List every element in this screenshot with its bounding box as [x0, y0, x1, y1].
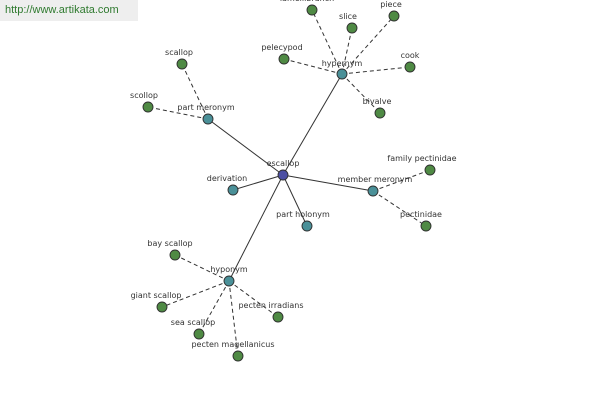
- edge-part-meronym-to-scallop: [181, 63, 209, 120]
- edge-hypernym-to-pelecypod: [283, 58, 343, 75]
- node-hyponym[interactable]: [223, 275, 235, 287]
- node-cook[interactable]: [404, 61, 416, 73]
- edge-hypernym-to-cook: [341, 66, 411, 75]
- edge-hyponym-to-pecten-irradians: [228, 280, 279, 318]
- node-hypernym[interactable]: [336, 68, 348, 80]
- edge-hypernym-to-piece: [341, 15, 395, 75]
- edge-hypernym-to-bivalve: [341, 73, 381, 114]
- edge-escallop-to-hyponym: [228, 174, 284, 282]
- node-giant-scallop[interactable]: [156, 301, 168, 313]
- edge-escallop-to-derivation: [232, 174, 284, 191]
- node-pelecypod[interactable]: [278, 53, 290, 65]
- edge-escallop-to-part-meronym: [207, 118, 284, 176]
- edges-layer: [147, 9, 431, 357]
- node-label-bivalve[interactable]: bivalve: [363, 97, 392, 106]
- node-label-part-holonym[interactable]: part holonym: [276, 210, 330, 219]
- edge-hyponym-to-giant-scallop: [161, 280, 230, 308]
- node-label-pecten-magellanicus[interactable]: pecten magellanicus: [191, 340, 274, 349]
- node-label-giant-scallop[interactable]: giant scallop: [131, 291, 182, 300]
- edge-escallop-to-hypernym: [282, 73, 343, 176]
- node-label-sea-scallop[interactable]: sea scallop: [171, 318, 215, 327]
- edge-hypernym-to-slice: [341, 27, 353, 75]
- node-label-scollop[interactable]: scollop: [130, 91, 158, 100]
- edge-escallop-to-part-holonym: [282, 174, 308, 227]
- node-label-bay-scallop[interactable]: bay scallop: [147, 239, 192, 248]
- node-label-scallop[interactable]: scallop: [165, 48, 193, 57]
- edge-member-meronym-to-pectinidae: [372, 190, 427, 227]
- node-pectinidae[interactable]: [420, 220, 432, 232]
- node-pecten-magellanicus[interactable]: [232, 350, 244, 362]
- edge-escallop-to-member-meronym: [282, 174, 374, 192]
- node-lamellibranch[interactable]: [306, 4, 318, 16]
- edge-hyponym-to-bay-scallop: [174, 254, 230, 282]
- node-sea-scallop[interactable]: [193, 328, 205, 340]
- edge-hyponym-to-pecten-magellanicus: [228, 280, 239, 357]
- node-bivalve[interactable]: [374, 107, 386, 119]
- node-label-hypernym[interactable]: hypernym: [322, 59, 363, 68]
- node-part-meronym[interactable]: [202, 113, 214, 125]
- node-label-slice[interactable]: slice: [339, 12, 357, 21]
- node-part-holonym[interactable]: [301, 220, 313, 232]
- node-escallop[interactable]: [277, 169, 289, 181]
- node-member-meronym[interactable]: [367, 185, 379, 197]
- node-scallop[interactable]: [176, 58, 188, 70]
- node-piece[interactable]: [388, 10, 400, 22]
- node-label-part-meronym[interactable]: part meronym: [177, 103, 234, 112]
- node-pecten-irradians[interactable]: [272, 311, 284, 323]
- node-label-pelecypod[interactable]: pelecypod: [261, 43, 302, 52]
- edge-hypernym-to-lamellibranch: [311, 9, 343, 75]
- source-url-banner[interactable]: http://www.artikata.com: [0, 0, 138, 21]
- node-bay-scallop[interactable]: [169, 249, 181, 261]
- edge-hyponym-to-sea-scallop: [198, 280, 230, 335]
- node-label-piece[interactable]: piece: [380, 0, 402, 9]
- edge-part-meronym-to-scollop: [147, 106, 209, 120]
- labels-layer: escallop part meronym hypernym derivation me…: [130, 0, 457, 349]
- node-label-escallop[interactable]: escallop: [267, 159, 300, 168]
- nodes-layer: [142, 4, 436, 362]
- node-label-hyponym[interactable]: hyponym: [210, 265, 248, 274]
- node-label-lamellibranch[interactable]: lamellibranch: [280, 0, 334, 3]
- node-slice[interactable]: [346, 22, 358, 34]
- node-scollop[interactable]: [142, 101, 154, 113]
- node-label-derivation[interactable]: derivation: [207, 174, 247, 183]
- node-label-pecten-irradians[interactable]: pecten irradians: [238, 301, 303, 310]
- node-label-pectinidae[interactable]: pectinidae: [400, 210, 442, 219]
- edge-member-meronym-to-family-pectinidae: [372, 169, 431, 192]
- node-family-pectinidae[interactable]: [424, 164, 436, 176]
- node-label-cook[interactable]: cook: [401, 51, 420, 60]
- node-derivation[interactable]: [227, 184, 239, 196]
- node-label-family-pectinidae[interactable]: family pectinidae: [387, 154, 456, 163]
- node-label-member-meronym[interactable]: member meronym: [338, 175, 413, 184]
